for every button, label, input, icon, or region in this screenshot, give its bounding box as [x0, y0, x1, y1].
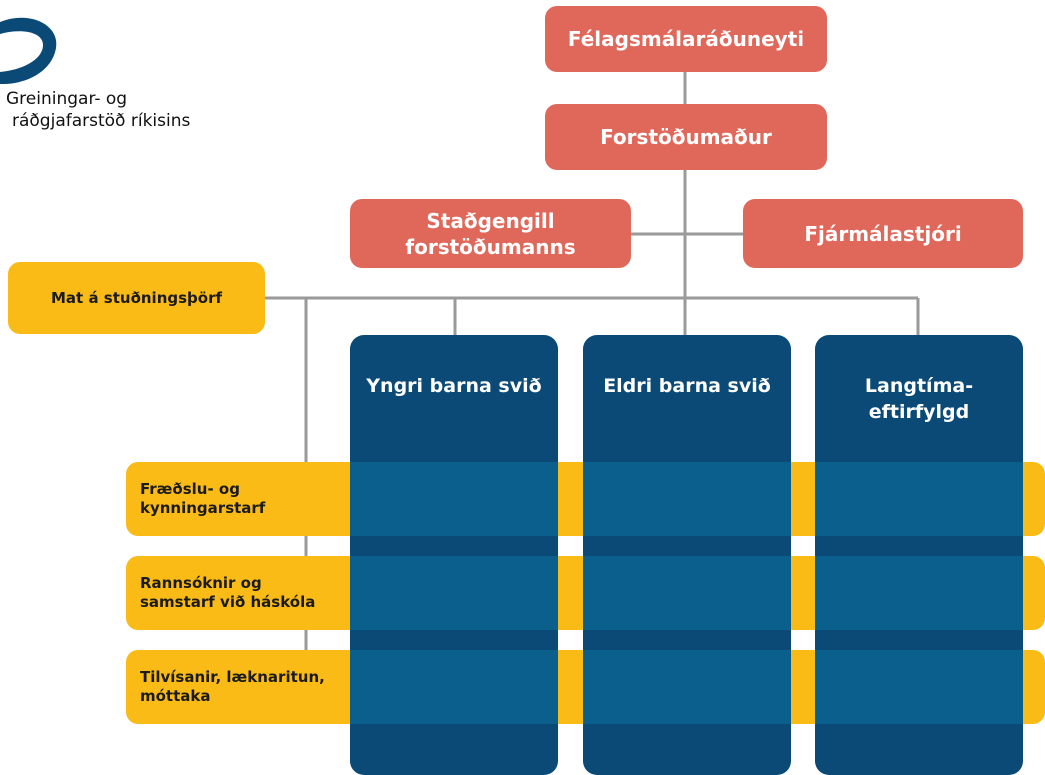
- logo-text: Greiningar- og ráðgjafarstöð ríkisins: [6, 88, 190, 132]
- director-box: Forstöðumaður: [545, 104, 827, 170]
- director-label: Forstöðumaður: [600, 125, 772, 149]
- row-label-2-text: Rannsóknir og samstarf við háskóla: [140, 574, 316, 611]
- cfo-box: Fjármálastjóri: [743, 199, 1023, 268]
- column-younger-cell-3: [350, 650, 558, 724]
- row-label-1-text: Fræðslu- og kynningarstarf: [140, 480, 266, 517]
- row-label-2: Rannsóknir og samstarf við háskóla: [126, 556, 350, 630]
- column-older-title: Eldri barna svið: [603, 375, 771, 397]
- column-younger: Yngri barna svið: [350, 335, 558, 775]
- column-older: Eldri barna svið: [583, 335, 791, 775]
- logo-line-2: ráðgjafarstöð ríkisins: [12, 111, 191, 131]
- column-older-cell-2: [583, 556, 791, 630]
- column-longterm-title: Langtíma- eftirfylgd: [864, 375, 974, 423]
- column-older-cell-1: [583, 462, 791, 536]
- needs-assessment-box: Mat á stuðningsþörf: [8, 262, 265, 334]
- ministry-box: Félagsmálaráðuneyti: [545, 6, 827, 72]
- column-younger-title: Yngri barna svið: [366, 375, 542, 397]
- row-label-3-text: Tilvísanir, læknaritun, móttaka: [140, 668, 325, 705]
- column-longterm-cell-3: [815, 650, 1023, 724]
- deputy-label: Staðgengill forstöðumanns: [405, 208, 576, 259]
- column-older-cell-3: [583, 650, 791, 724]
- deputy-box: Staðgengill forstöðumanns: [350, 199, 631, 268]
- column-younger-cell-1: [350, 462, 558, 536]
- column-longterm: Langtíma- eftirfylgd: [815, 335, 1023, 775]
- cfo-label: Fjármálastjóri: [804, 221, 962, 246]
- column-longterm-cell-2: [815, 556, 1023, 630]
- logo-icon: [0, 17, 57, 85]
- row-label-3: Tilvísanir, læknaritun, móttaka: [126, 650, 350, 724]
- row-label-1: Fræðslu- og kynningarstarf: [126, 462, 350, 536]
- column-younger-cell-2: [350, 556, 558, 630]
- logo-line-1: Greiningar- og: [6, 89, 128, 109]
- needs-assessment-label: Mat á stuðningsþörf: [51, 288, 222, 307]
- column-longterm-cell-1: [815, 462, 1023, 536]
- ministry-label: Félagsmálaráðuneyti: [567, 27, 805, 51]
